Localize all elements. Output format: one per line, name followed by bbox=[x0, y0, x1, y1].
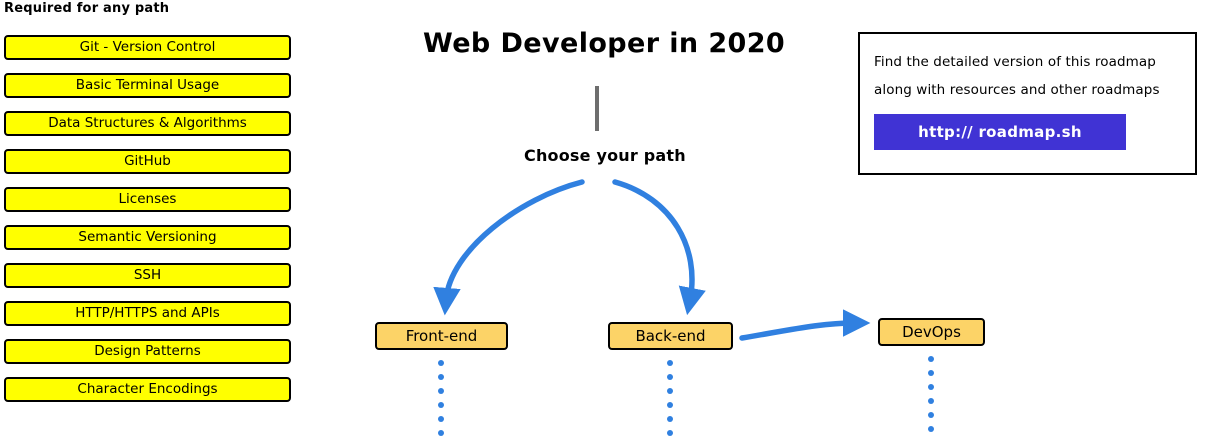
path-box-front-end[interactable]: Front-end bbox=[375, 322, 509, 351]
dotted-line-dot bbox=[438, 402, 444, 408]
required-item-box[interactable]: Data Structures & Algorithms bbox=[4, 111, 292, 137]
required-item-label: Licenses bbox=[118, 190, 177, 207]
arrow-to-frontend bbox=[433, 179, 585, 316]
choose-your-path-label: Choose your path bbox=[524, 146, 686, 165]
required-item-label: Basic Terminal Usage bbox=[75, 76, 220, 93]
roadmap-link-button[interactable]: http:// roadmap.sh bbox=[874, 114, 1126, 150]
dotted-line-dot bbox=[438, 430, 444, 436]
dotted-line-devops bbox=[928, 356, 934, 440]
roadmap-link-label: http:// roadmap.sh bbox=[918, 123, 1082, 141]
required-item-label: Semantic Versioning bbox=[78, 228, 217, 245]
required-section-heading: Required for any path bbox=[4, 1, 170, 16]
dotted-line-dot bbox=[667, 388, 673, 394]
info-box-line-1: Find the detailed version of this roadma… bbox=[874, 54, 1156, 70]
required-item-box[interactable]: Character Encodings bbox=[4, 377, 292, 403]
dotted-line-dot bbox=[928, 426, 934, 432]
dotted-line-dot bbox=[438, 388, 444, 394]
dotted-line-dot bbox=[667, 416, 673, 422]
required-item-box[interactable]: SSH bbox=[4, 263, 292, 289]
title-stem-connector bbox=[595, 86, 599, 131]
required-item-box[interactable]: HTTP/HTTPS and APIs bbox=[4, 301, 292, 327]
dotted-line-dot bbox=[928, 356, 934, 362]
required-item-box[interactable]: Git - Version Control bbox=[4, 35, 292, 61]
dotted-line-dot bbox=[667, 374, 673, 380]
info-box: Find the detailed version of this roadma… bbox=[858, 32, 1197, 175]
required-item-label: Design Patterns bbox=[94, 342, 201, 359]
dotted-line-dot bbox=[438, 416, 444, 422]
arrow-backend-to-devops bbox=[739, 309, 871, 341]
path-box-label: DevOps bbox=[902, 322, 961, 341]
dotted-line-dot bbox=[438, 360, 444, 366]
dotted-line-dot bbox=[928, 370, 934, 376]
dotted-line-dot bbox=[928, 384, 934, 390]
dotted-line-front-end bbox=[438, 360, 444, 444]
dotted-line-dot bbox=[928, 412, 934, 418]
dotted-line-dot bbox=[667, 360, 673, 366]
info-box-line-2: along with resources and other roadmaps bbox=[874, 82, 1160, 98]
dotted-line-dot bbox=[667, 430, 673, 436]
required-item-label: Character Encodings bbox=[77, 380, 218, 397]
required-item-box[interactable]: Design Patterns bbox=[4, 339, 292, 365]
required-item-label: HTTP/HTTPS and APIs bbox=[75, 304, 220, 321]
required-item-box[interactable]: Licenses bbox=[4, 187, 292, 213]
required-item-box[interactable]: Semantic Versioning bbox=[4, 225, 292, 251]
dotted-line-dot bbox=[438, 374, 444, 380]
required-item-label: Git - Version Control bbox=[79, 38, 216, 55]
required-item-box[interactable]: GitHub bbox=[4, 149, 292, 175]
required-item-box[interactable]: Basic Terminal Usage bbox=[4, 73, 292, 99]
page-title: Web Developer in 2020 bbox=[423, 28, 786, 59]
dotted-line-dot bbox=[667, 402, 673, 408]
path-box-label: Front-end bbox=[405, 326, 478, 345]
required-item-label: SSH bbox=[133, 266, 162, 283]
path-box-label: Back-end bbox=[635, 326, 706, 345]
dotted-line-back-end bbox=[667, 360, 673, 444]
path-box-back-end[interactable]: Back-end bbox=[608, 322, 734, 351]
arrow-to-backend bbox=[612, 179, 706, 316]
dotted-line-dot bbox=[928, 398, 934, 404]
path-box-devops[interactable]: DevOps bbox=[878, 318, 986, 347]
required-item-label: GitHub bbox=[124, 152, 171, 169]
required-item-label: Data Structures & Algorithms bbox=[48, 114, 247, 131]
